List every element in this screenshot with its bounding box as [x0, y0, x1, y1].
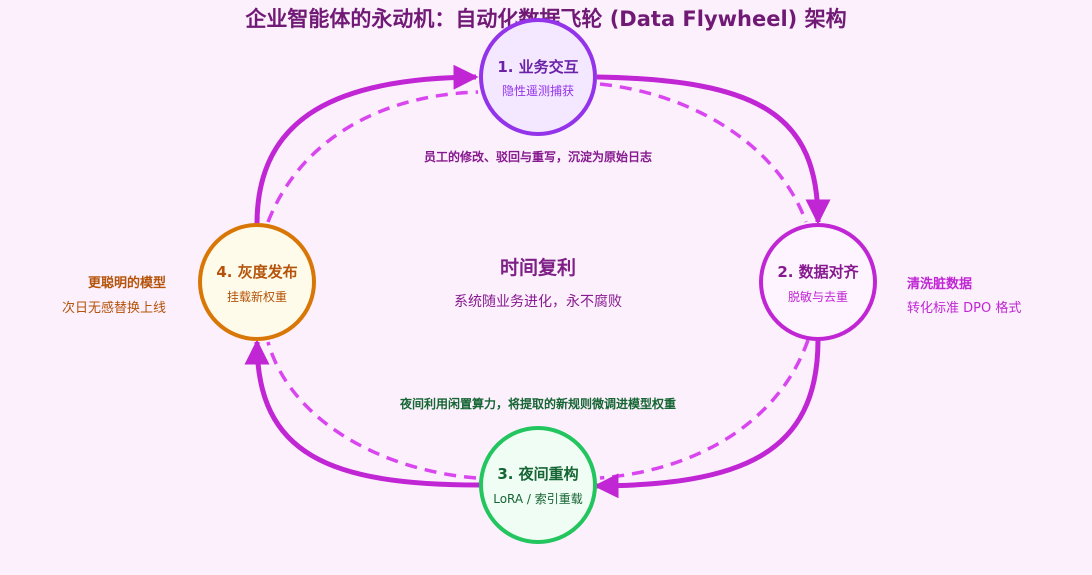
dashed-arc-4-1 — [266, 90, 479, 223]
arc-3-to-4 — [244, 339, 481, 488]
arc-1-to-2 — [596, 74, 831, 225]
node-3-title: 3. 夜间重构 — [497, 465, 578, 483]
arc-4-to-1 — [254, 64, 479, 225]
right-note-subtitle: 转化标准 DPO 格式 — [907, 300, 1021, 316]
dashed-feedback-arcs — [266, 82, 810, 480]
node-4-title: 4. 灰度发布 — [216, 263, 297, 281]
node-2-title: 2. 数据对齐 — [777, 263, 859, 281]
node-3-subtitle: LoRA / 索引重载 — [493, 492, 583, 506]
node-nightly-rebuild: 3. 夜间重构 LoRA / 索引重载 — [479, 426, 597, 544]
node-data-alignment: 2. 数据对齐 脱敏与去重 — [759, 223, 877, 341]
arc-2-to-3 — [593, 339, 821, 499]
node-4-subtitle: 挂载新权重 — [227, 289, 287, 304]
node-1-subtitle: 隐性遥测捕获 — [502, 83, 574, 98]
edge-label-bottom: 夜间利用闲置算力，将提取的新规则微调进模型权重 — [399, 396, 676, 411]
dashed-arc-2-3 — [599, 339, 810, 480]
node-business-interaction: 1. 业务交互 隐性遥测捕获 — [479, 18, 597, 136]
node-canary-release: 4. 灰度发布 挂载新权重 — [198, 223, 316, 341]
left-note-title: 更聪明的模型 — [88, 275, 166, 291]
center-title: 时间复利 — [500, 256, 576, 279]
dashed-arc-1-2 — [599, 82, 808, 223]
left-note-subtitle: 次日无感替换上线 — [62, 300, 166, 316]
right-note-title: 清洗脏数据 — [907, 276, 972, 292]
center-subtitle: 系统随业务进化，永不腐败 — [454, 293, 622, 310]
flywheel-arcs — [244, 64, 831, 499]
node-1-title: 1. 业务交互 — [497, 58, 578, 76]
node-2-subtitle: 脱敏与去重 — [788, 289, 848, 304]
edge-label-top: 员工的修改、驳回与重写，沉淀为原始日志 — [424, 149, 652, 164]
